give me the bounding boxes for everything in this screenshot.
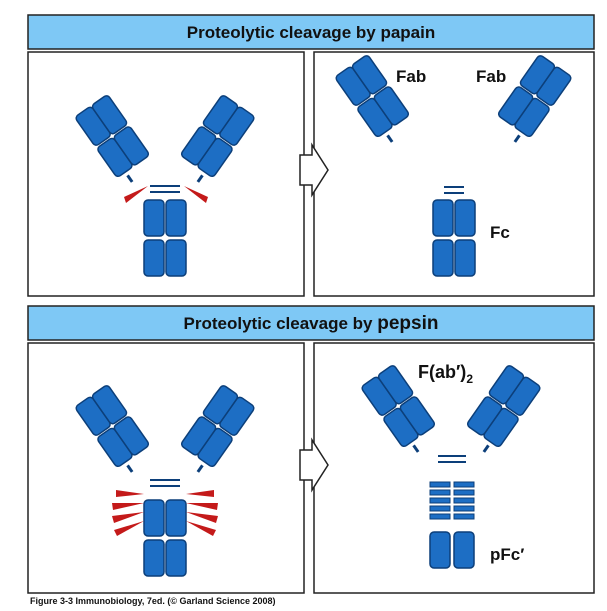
papain-title: Proteolytic cleavage by papain bbox=[187, 23, 436, 42]
fc-label: Fc bbox=[490, 223, 510, 242]
pfc-label: pFc′ bbox=[490, 545, 524, 564]
fc-fragment bbox=[433, 186, 475, 276]
figure-caption: Figure 3-3 Immunobiology, 7ed. (© Garlan… bbox=[30, 596, 276, 606]
papain-header-bar bbox=[27, 14, 595, 50]
pepsin-header-bar bbox=[27, 305, 595, 341]
pepsin-title: Proteolytic cleavage by pepsin bbox=[184, 313, 439, 334]
papain-transition-arrow bbox=[299, 142, 329, 198]
papain-cleavage-wedge-left bbox=[124, 186, 148, 203]
pepsin-intact-antibody bbox=[75, 384, 256, 576]
pepsin-transition-arrow bbox=[299, 437, 329, 493]
fab-label-right: Fab bbox=[476, 67, 506, 86]
fab2-fragment bbox=[361, 364, 542, 463]
pepsin-cleavage-wedges-right bbox=[186, 490, 218, 536]
papain-cleavage-wedge-right bbox=[184, 186, 208, 203]
papain-intact-antibody bbox=[75, 94, 256, 276]
pepsin-panel: Proteolytic cleavage by pepsin bbox=[27, 305, 595, 594]
pepsin-cleavage-wedges-left bbox=[112, 490, 144, 536]
papain-panel: Proteolytic cleavage by papain bbox=[27, 14, 595, 297]
fab-label-left: Fab bbox=[396, 67, 426, 86]
fab2-label: F(ab′)2 bbox=[418, 362, 473, 386]
